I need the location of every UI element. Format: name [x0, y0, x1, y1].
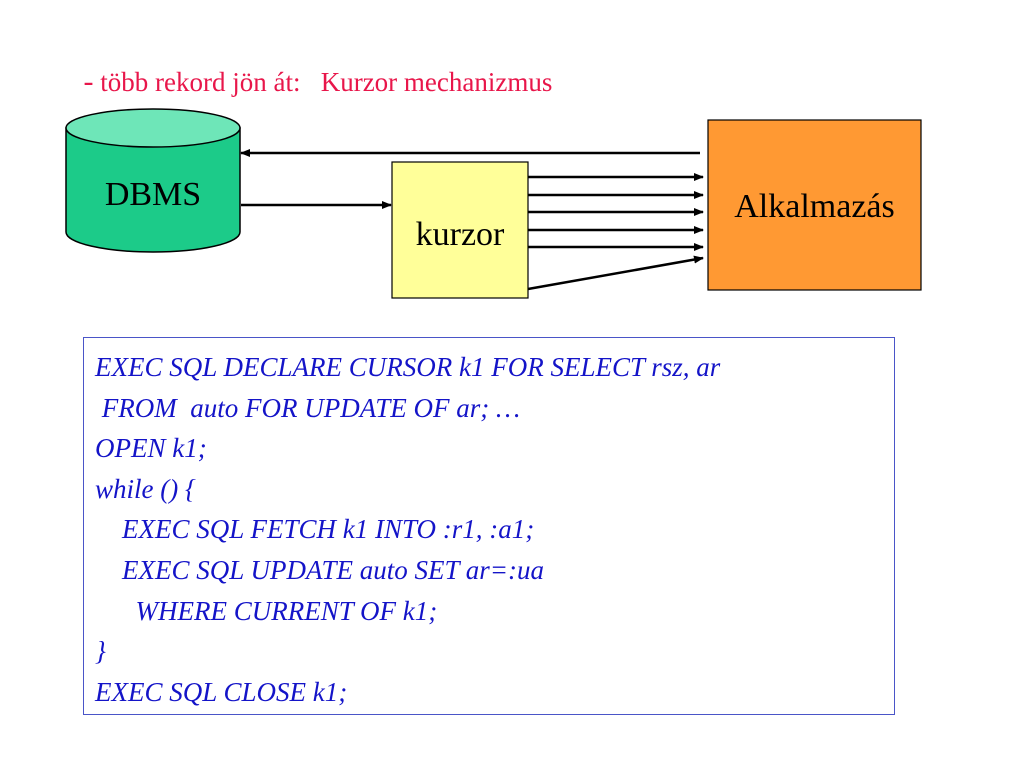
code-line: FROM auto FOR UPDATE OF ar; …	[95, 392, 520, 423]
code-line: EXEC SQL DECLARE CURSOR k1 FOR SELECT rs…	[95, 352, 721, 382]
application-label: Alkalmazás	[734, 188, 895, 225]
code-line: while () {	[95, 473, 196, 504]
code-box: EXEC SQL DECLARE CURSOR k1 FOR SELECT rs…	[83, 337, 895, 715]
title-text: több rekord jön át: Kurzor mechanizmus	[93, 67, 553, 97]
dbms-cylinder	[65, 108, 241, 253]
code-line: OPEN k1;	[95, 433, 207, 464]
code-line: }	[95, 636, 106, 667]
title-dash: -	[83, 65, 94, 98]
cursor-box	[391, 161, 529, 299]
cursor-diagram	[65, 108, 922, 299]
code-line: EXEC SQL FETCH k1 INTO :r1, :a1;	[95, 514, 535, 545]
code-line: EXEC SQL CLOSE k1;	[95, 676, 348, 707]
dbms-label: DBMS	[104, 176, 202, 213]
slide-title: - több rekord jön át: Kurzor mechanizmus	[70, 34, 553, 99]
code-line: WHERE CURRENT OF k1;	[95, 595, 438, 626]
application-box	[707, 119, 922, 291]
cursor-label: kurzor	[415, 216, 505, 253]
arrow-record-6	[527, 255, 704, 291]
code-line: EXEC SQL UPDATE auto SET ar=:ua	[95, 554, 544, 585]
